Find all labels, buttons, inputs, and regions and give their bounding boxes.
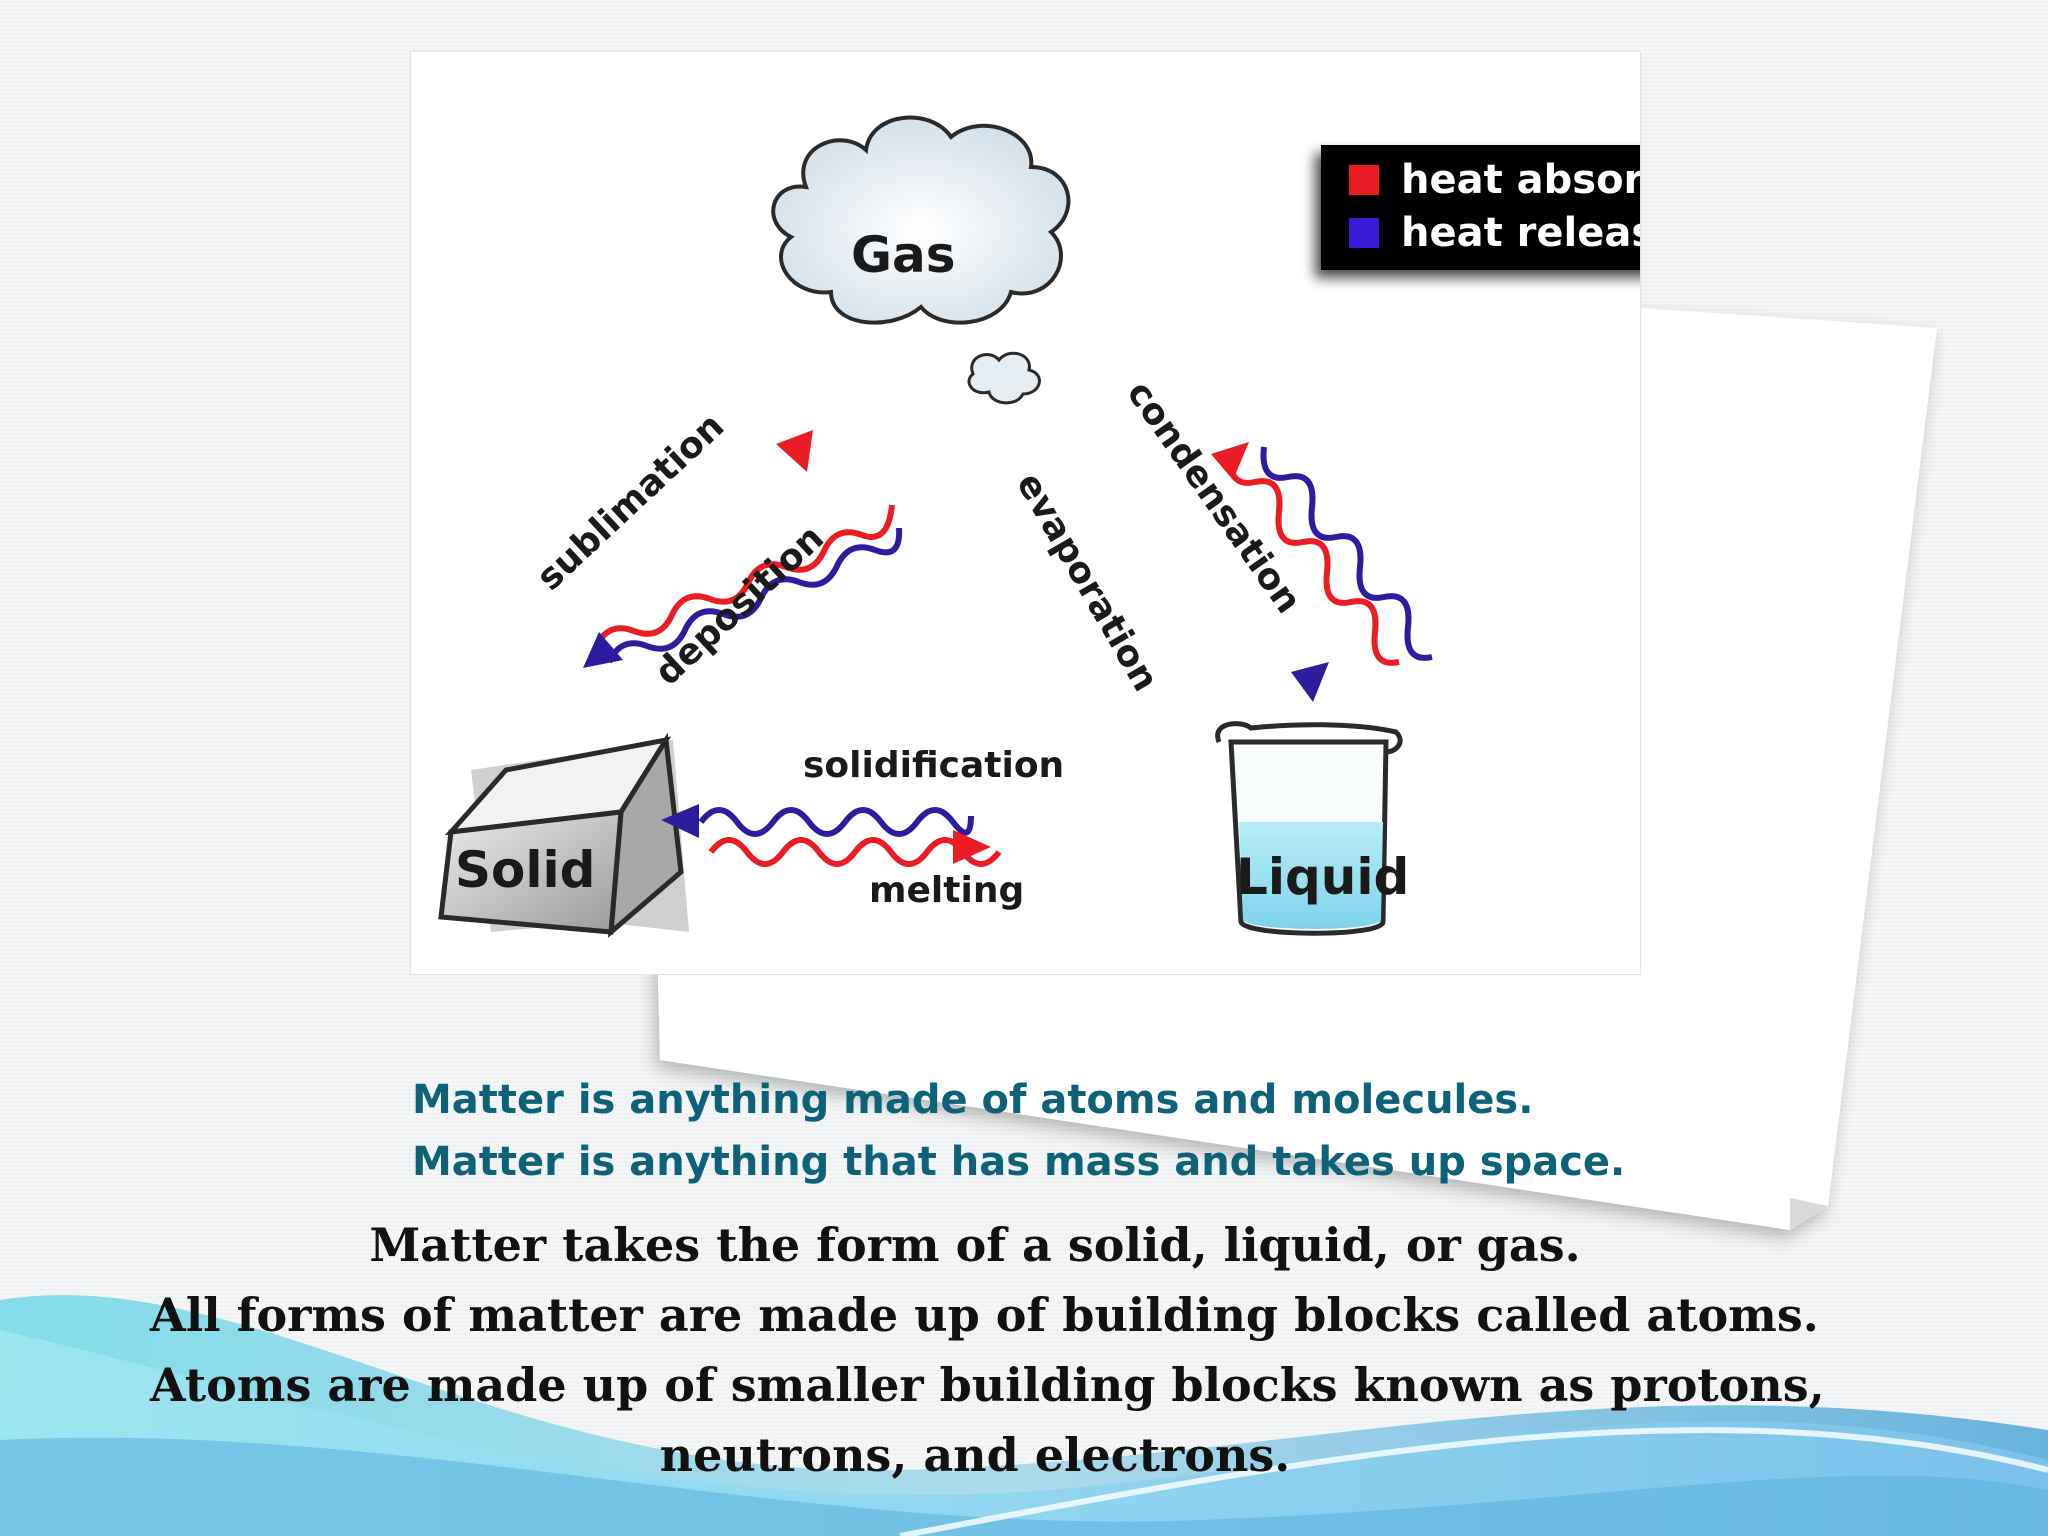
legend-label: heat absorb: [1401, 157, 1640, 203]
legend-item-absorbed: heat absorb: [1349, 155, 1640, 205]
teal-line-1: Matter is anything made of atoms and mol…: [412, 1077, 1534, 1123]
deposition-arrow: [583, 527, 903, 668]
legend-label: heat releas: [1401, 210, 1641, 256]
wave-front: [0, 1437, 2048, 1536]
condensation-arrow: [1260, 446, 1433, 702]
gas-label: Gas: [851, 226, 956, 284]
states-of-matter-figure: Gas Solid Liquid: [410, 51, 1641, 975]
body-line: All forms of matter are made up of build…: [150, 1288, 1819, 1342]
wave-line: [899, 1427, 2048, 1536]
liquid-beaker-icon: [1215, 721, 1403, 936]
legend-swatch-red: [1349, 165, 1379, 195]
solid-label: Solid: [455, 841, 595, 899]
body-text-block: Matter takes the form of a solid, liquid…: [150, 1210, 1825, 1490]
melting-arrow: [708, 830, 1002, 867]
legend: heat absorb heat releas: [1321, 145, 1641, 270]
evaporation-label: evaporation: [1008, 466, 1166, 698]
solid-box-icon: [438, 732, 689, 938]
body-line: neutrons, and electrons.: [659, 1428, 1291, 1482]
sublimation-arrow: [593, 430, 895, 649]
melting-label: melting: [869, 870, 1024, 911]
sublimation-label: sublimation: [529, 405, 732, 598]
body-line: Matter takes the form of a solid, liquid…: [369, 1218, 1581, 1272]
legend-item-released: heat releas: [1349, 208, 1641, 258]
teal-line-2: Matter is anything that has mass and tak…: [412, 1139, 1626, 1185]
gas-cloud-icon: [771, 115, 1071, 405]
solidification-label: solidification: [803, 745, 1064, 786]
legend-swatch-blue: [1349, 218, 1379, 248]
body-line: Atoms are made up of smaller building bl…: [150, 1358, 1825, 1412]
evaporation-arrow: [1211, 442, 1400, 666]
liquid-label: Liquid: [1236, 848, 1409, 906]
solidification-arrow: [661, 804, 974, 838]
